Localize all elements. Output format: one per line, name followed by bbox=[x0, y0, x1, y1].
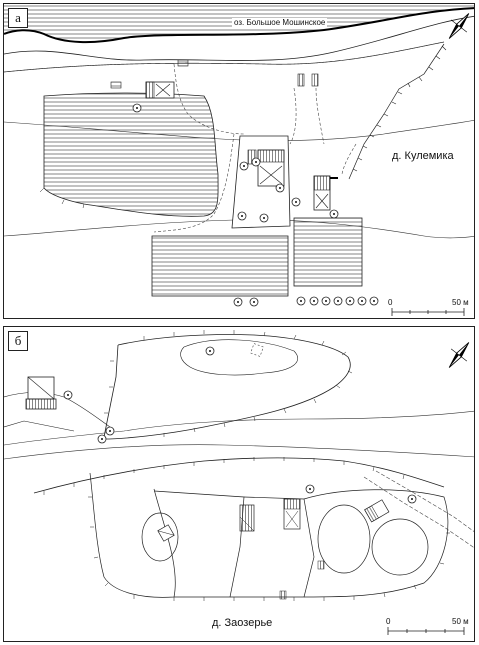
map-a-drawing bbox=[4, 4, 474, 316]
small-structure-4 bbox=[311, 73, 319, 87]
small-structure-b-1 bbox=[317, 560, 325, 570]
small-structure-1 bbox=[110, 81, 122, 89]
building-east bbox=[313, 175, 338, 211]
road-b-1 bbox=[4, 444, 474, 460]
north-arrow-icon bbox=[448, 13, 470, 39]
building-central-small bbox=[247, 149, 257, 165]
path-dashed-2 bbox=[153, 133, 235, 233]
village-label-kulemika: д. Кулемика bbox=[392, 150, 454, 162]
scale-max-a: 50 м bbox=[452, 298, 469, 307]
road-diagonal-2 bbox=[375, 470, 474, 532]
building-west-b bbox=[25, 376, 57, 410]
building-b-4 bbox=[364, 499, 390, 523]
terrace-westmound-b bbox=[4, 392, 111, 428]
building-b-2 bbox=[239, 504, 255, 532]
plot-2-b bbox=[153, 490, 245, 598]
terrace-south-b bbox=[33, 457, 445, 494]
building-b-3 bbox=[283, 498, 301, 530]
pit-oval-1 bbox=[141, 512, 179, 562]
lake-shore bbox=[4, 7, 474, 44]
small-structure-b-2 bbox=[279, 590, 287, 600]
path-dashed-1 bbox=[173, 63, 245, 135]
pit-oval-3 bbox=[371, 518, 429, 576]
scale-bar-a bbox=[391, 308, 465, 316]
pit-oval-2 bbox=[317, 504, 371, 574]
scale-zero-b: 0 bbox=[386, 617, 391, 626]
map-panel-a: а оз. Большое Мошинское д. Кулемика 0 50… bbox=[3, 3, 475, 319]
field-west bbox=[43, 92, 219, 217]
terrace-westmound-edge bbox=[4, 420, 75, 432]
field-south-1 bbox=[151, 235, 289, 297]
scale-zero-a: 0 bbox=[388, 298, 393, 307]
panel-label-a: а bbox=[8, 8, 28, 28]
terrace-north-b bbox=[103, 334, 351, 440]
building-b-1 bbox=[157, 524, 175, 542]
scale-bar-b bbox=[387, 627, 465, 635]
lake-name-label: оз. Большое Мошинское bbox=[232, 18, 328, 27]
building-north bbox=[145, 81, 175, 99]
village-label-zaozerye: д. Заозерье bbox=[212, 617, 273, 629]
terrace-ticks bbox=[352, 45, 447, 172]
plot-4-b bbox=[303, 489, 449, 598]
map-b-drawing bbox=[4, 330, 474, 635]
building-central bbox=[257, 149, 285, 187]
path-dashed-4 bbox=[315, 87, 325, 145]
terrace-edge-east bbox=[348, 43, 445, 180]
path-dashed-3 bbox=[289, 87, 297, 145]
dashed-square-b bbox=[250, 343, 264, 357]
terrace-west-b bbox=[103, 344, 119, 438]
field-south-2 bbox=[293, 217, 363, 287]
pit-marker-dots bbox=[136, 107, 375, 303]
panel-label-b: б bbox=[8, 331, 28, 351]
inner-contour-b bbox=[180, 339, 299, 376]
plot-3-b bbox=[230, 496, 315, 598]
terrace-edge-north bbox=[4, 41, 445, 73]
shore-line-2 bbox=[4, 15, 474, 61]
scale-max-b: 50 м bbox=[452, 617, 469, 626]
map-panel-b: б д. Заозерье 0 50 м bbox=[3, 326, 475, 642]
path-dashed-5 bbox=[341, 143, 357, 175]
north-arrow-icon-b bbox=[448, 342, 470, 368]
small-structure-2 bbox=[177, 59, 189, 67]
plot-1-b bbox=[89, 472, 176, 598]
small-structure-3 bbox=[297, 73, 305, 87]
road-b-2 bbox=[4, 410, 474, 446]
